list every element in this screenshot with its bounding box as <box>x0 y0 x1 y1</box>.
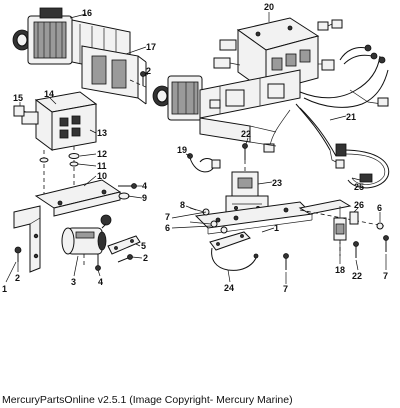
exploded-parts-diagram: 16 17 2 20 21 22 19 23 25 15 14 13 12 11… <box>2 2 390 294</box>
screw-part-22-right <box>353 241 359 258</box>
strap-part-24 <box>209 231 259 271</box>
callout-5: 5 <box>141 241 146 251</box>
callout-3: 3 <box>71 277 76 287</box>
callout-4: 4 <box>98 277 103 287</box>
screw-part-2-upper <box>140 71 146 86</box>
callout-16: 16 <box>82 8 92 18</box>
callout-2: 2 <box>146 66 151 76</box>
callout-23: 23 <box>272 178 282 188</box>
callout-21: 21 <box>346 112 356 122</box>
callout-9: 9 <box>142 193 147 203</box>
mounting-frame-center <box>199 69 301 147</box>
grommets-part-11-12 <box>39 153 80 167</box>
bracket-part-1 <box>13 205 41 273</box>
washer-part-6-right <box>376 222 384 230</box>
bracket-part-17 <box>81 45 147 105</box>
callout-17: 17 <box>146 42 156 52</box>
washers-part-6-7-8 <box>189 207 228 234</box>
callout-26: 26 <box>354 200 364 210</box>
callout-18: 18 <box>335 265 345 275</box>
callout-labels: 16 17 2 20 21 22 19 23 25 15 14 13 12 11… <box>2 2 388 294</box>
callout-7: 7 <box>383 271 388 281</box>
screw-part-4-upper <box>118 183 137 189</box>
wiring-harness-part-21 <box>263 44 389 169</box>
relay-cluster-top <box>317 19 343 71</box>
copyright-footer: MercuryPartsOnline v2.5.1 (Image Copyrig… <box>2 394 293 406</box>
washer-part-9 <box>118 192 130 200</box>
bracket-part-18 <box>298 199 352 241</box>
callout-10: 10 <box>97 171 107 181</box>
fastener-part-26 <box>349 211 359 225</box>
leader-lines <box>5 12 387 284</box>
screw-part-7-bottom <box>283 253 289 270</box>
callout-13: 13 <box>97 128 107 138</box>
callout-4: 4 <box>142 181 147 191</box>
nut-part-2-left <box>14 246 22 262</box>
callout-8: 8 <box>180 200 185 210</box>
ecm-module-center <box>152 75 203 121</box>
solenoid-part-3 <box>61 214 112 255</box>
callout-7: 7 <box>165 212 170 222</box>
relay-block-assembly <box>13 91 98 151</box>
callout-24: 24 <box>224 283 234 293</box>
callout-22: 22 <box>241 129 251 139</box>
callout-2: 2 <box>15 273 20 283</box>
callout-22: 22 <box>352 271 362 281</box>
callout-20: 20 <box>264 2 274 12</box>
callout-6: 6 <box>165 223 170 233</box>
callout-11: 11 <box>97 161 107 171</box>
strap-part-5 <box>107 235 141 255</box>
callout-14: 14 <box>44 89 54 99</box>
callout-1: 1 <box>2 284 7 294</box>
extension-harness-part-25 <box>335 143 390 189</box>
sensor-lead-part-19 <box>187 153 221 173</box>
screw-part-4-lower <box>95 254 101 271</box>
screw-part-2-lower <box>117 254 133 263</box>
callout-19: 19 <box>177 145 187 155</box>
callout-7: 7 <box>283 284 288 294</box>
callout-25: 25 <box>354 182 364 192</box>
callout-6: 6 <box>377 203 382 213</box>
mounting-plate-part-10 <box>34 179 122 217</box>
bolt-part-22-center <box>242 143 248 160</box>
callout-1: 1 <box>274 223 279 233</box>
screw-part-7-right <box>383 235 389 252</box>
callout-2: 2 <box>143 253 148 263</box>
callout-12: 12 <box>97 149 107 159</box>
callout-15: 15 <box>13 93 23 103</box>
junction-box-part-20 <box>213 17 320 93</box>
